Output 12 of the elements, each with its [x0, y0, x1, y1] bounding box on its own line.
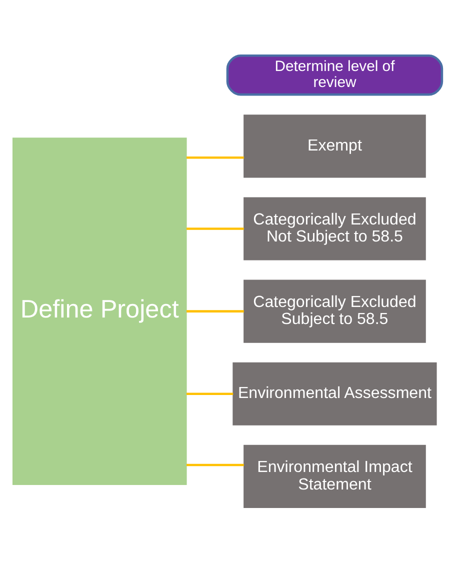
node-box: Environmental Assessment	[232, 362, 437, 426]
node-box: Determine level of review	[226, 54, 444, 96]
node-box: Categorically Excluded Subject to 58.5	[244, 280, 426, 343]
connector	[186, 228, 244, 230]
connector	[186, 310, 244, 312]
node-box: Define Project	[12, 138, 187, 486]
connector	[186, 156, 244, 159]
node-box: Environmental Impact Statement	[244, 444, 426, 508]
connector	[186, 464, 244, 466]
node-box: Categorically Excluded Not Subject to 58.5	[244, 197, 426, 260]
node-box: Exempt	[244, 114, 426, 178]
connector	[186, 392, 234, 396]
